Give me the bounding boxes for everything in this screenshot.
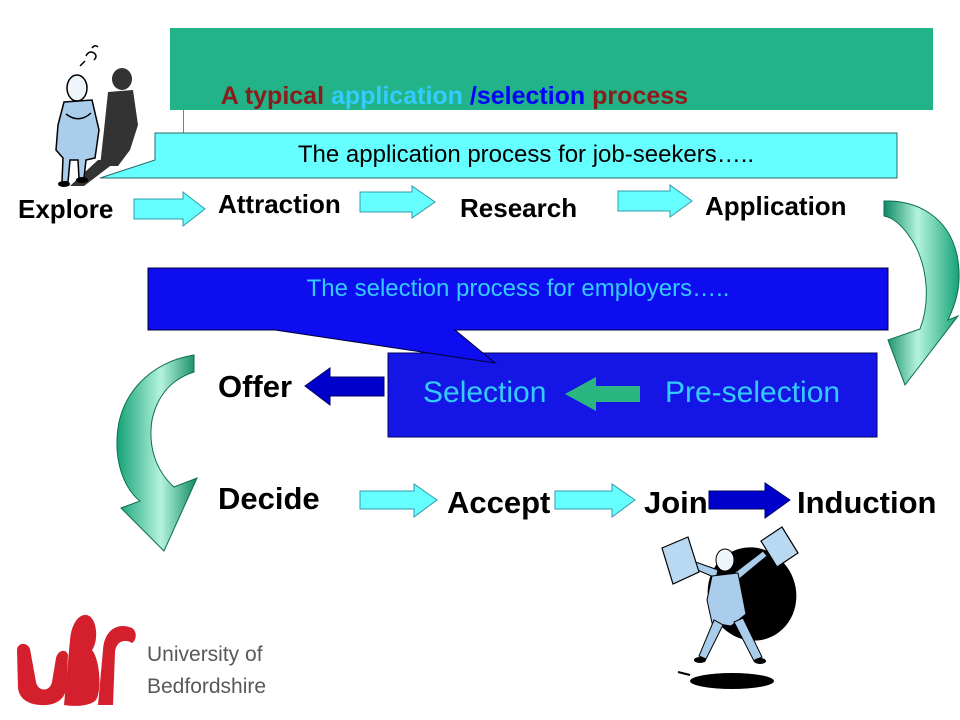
person-body <box>706 572 747 627</box>
step-preselection: Pre-selection <box>665 376 841 409</box>
title-segment-selection: /selection <box>462 82 586 110</box>
step-decide: Decide <box>218 481 320 516</box>
step-selection: Selection <box>423 376 547 409</box>
person-right-leg <box>733 617 763 662</box>
employer-callout-box <box>147 267 889 364</box>
university-logo-mark <box>17 614 136 706</box>
figure-shoe-right <box>76 177 88 183</box>
title-segment-a-typical: A typical <box>220 82 331 110</box>
jumping-person-with-books-icon <box>661 526 799 689</box>
ground-dash <box>677 671 691 676</box>
banner-connector-line <box>183 110 184 133</box>
worry-squiggle <box>79 44 99 67</box>
step-join: Join <box>644 485 708 520</box>
figure-head <box>66 74 88 102</box>
arrow-preselection-to-selection <box>565 377 640 411</box>
arrow-research-to-application <box>617 184 693 218</box>
person-shoe-left <box>694 657 706 663</box>
book-left-icon <box>661 536 700 585</box>
step-offer: Offer <box>218 369 293 404</box>
arrow-explore-to-attraction <box>133 190 206 228</box>
step-application: Application <box>705 191 847 221</box>
jobseeker-callout-box <box>99 132 898 179</box>
figure-arm <box>65 112 92 120</box>
jobseeker-callout-text: The application process for job-seekers…… <box>297 141 755 168</box>
arrow-accept-to-join <box>554 483 636 518</box>
figure-ground-shadow <box>70 160 118 186</box>
figure-shadow-head <box>112 68 132 90</box>
curved-arrow-left <box>116 354 198 552</box>
book-right-icon <box>760 526 799 568</box>
step-accept: Accept <box>447 485 551 520</box>
step-research: Research <box>460 193 578 223</box>
employer-callout-text: The selection process for employers….. <box>306 275 730 302</box>
title-segment-application: application <box>330 82 463 110</box>
logo-text-line2: Bedfordshire <box>147 675 267 698</box>
logo-text-line1: University of <box>147 643 263 666</box>
thinking-person-icon <box>55 44 138 187</box>
figure-coat <box>55 99 100 183</box>
figure-shoe-left <box>58 181 70 187</box>
title-banner: A typical application /selection process <box>170 28 933 110</box>
curved-arrow-right <box>883 200 960 387</box>
person-shoe-right <box>754 658 766 664</box>
figure-shadow-body <box>100 90 138 166</box>
arrow-join-to-induction <box>708 482 791 519</box>
step-explore: Explore <box>18 194 114 224</box>
logo-shape-u <box>17 643 68 706</box>
page-title: A typical application /selection process <box>180 59 688 134</box>
person-left-leg <box>698 619 724 660</box>
arrow-selection-to-offer <box>304 367 385 407</box>
title-segment-process: process <box>585 82 689 110</box>
person-head <box>715 548 735 572</box>
step-attraction: Attraction <box>218 189 341 219</box>
logo-shape-f <box>98 626 136 705</box>
ground-shadow <box>690 673 774 689</box>
logo-shape-b <box>64 614 100 706</box>
step-induction: Induction <box>797 485 937 520</box>
arrow-decide-to-accept <box>359 483 438 518</box>
arrow-attraction-to-research <box>359 185 436 219</box>
